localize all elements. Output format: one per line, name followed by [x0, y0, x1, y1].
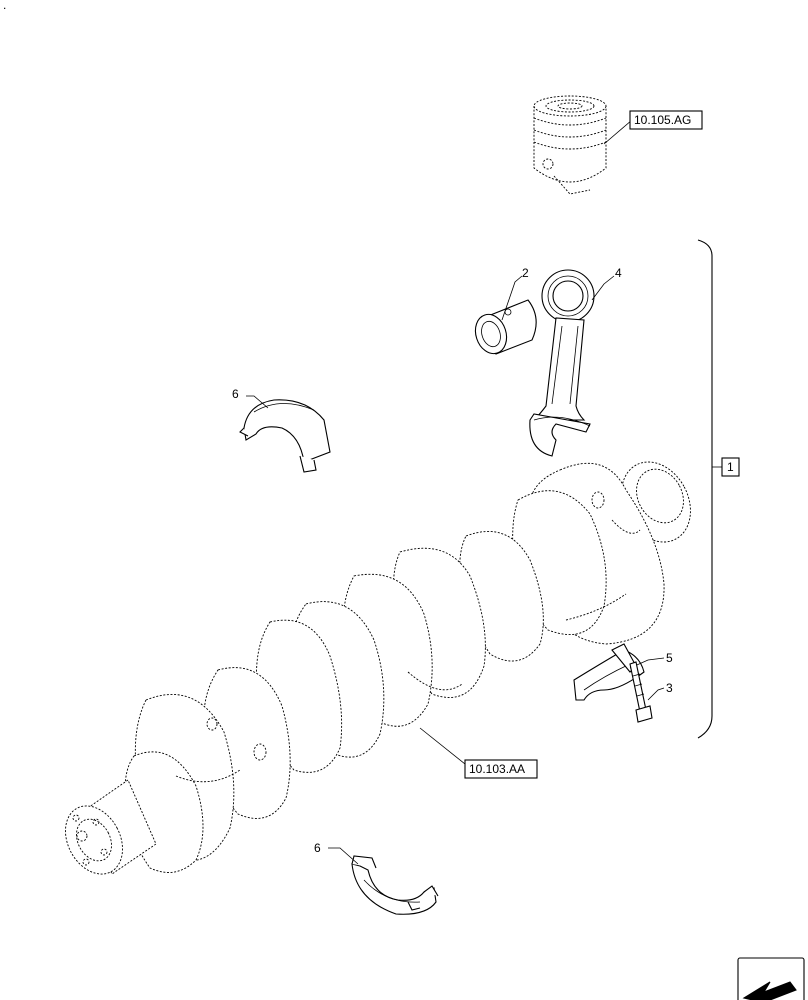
- label-item-3[interactable]: 3: [666, 681, 673, 695]
- leader-item-2: [501, 275, 523, 321]
- bearing-shell-lower[interactable]: [351, 855, 439, 915]
- leader-item-4: [591, 275, 615, 301]
- label-item-4[interactable]: 4: [615, 266, 622, 280]
- crankshaft: [65, 461, 691, 875]
- corner-mark: .: [3, 0, 6, 12]
- piston-phantom: [533, 95, 607, 195]
- bushing[interactable]: [471, 299, 537, 358]
- assembly-box[interactable]: [721, 457, 740, 477]
- ref-box-piston[interactable]: [629, 110, 703, 130]
- label-item-6-upper[interactable]: 6: [232, 387, 239, 401]
- bearing-shell-upper[interactable]: [239, 399, 331, 473]
- leader-crankshaft: [419, 727, 471, 769]
- next-page-arrow-icon[interactable]: [737, 957, 805, 1000]
- ref-label-crankshaft[interactable]: 10.103.AA: [469, 762, 525, 776]
- assembly-label[interactable]: 1: [727, 460, 734, 474]
- label-item-6-lower[interactable]: 6: [314, 841, 321, 855]
- assembly-bracket: [697, 239, 713, 739]
- leader-item-3: [647, 687, 665, 701]
- leader-piston: [603, 119, 633, 145]
- leader-item-6-upper: [246, 395, 269, 409]
- ref-label-piston[interactable]: 10.105.AG: [634, 113, 691, 127]
- label-item-5[interactable]: 5: [666, 651, 673, 665]
- label-item-2[interactable]: 2: [522, 266, 529, 280]
- leader-item-6-lower: [328, 847, 359, 865]
- ref-box-crankshaft[interactable]: [464, 759, 538, 779]
- connecting-rod[interactable]: [529, 269, 595, 457]
- bolt[interactable]: [629, 661, 653, 723]
